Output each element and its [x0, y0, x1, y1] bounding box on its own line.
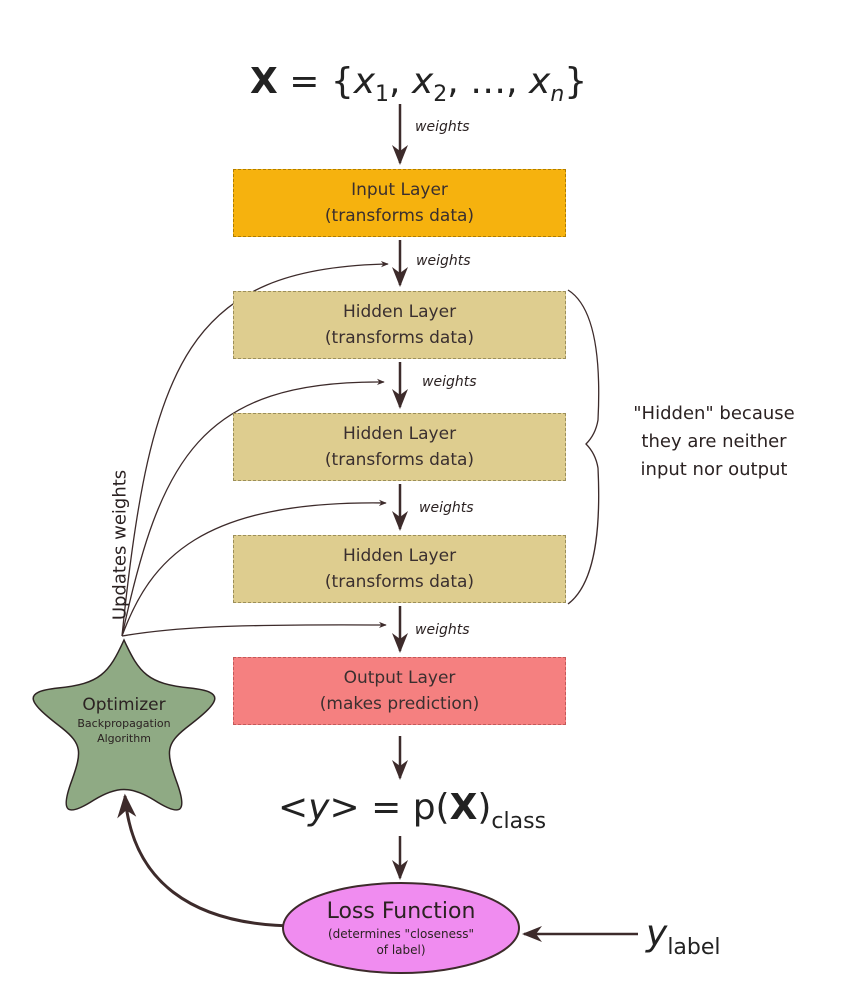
- hidden-layer-box-1: Hidden Layer (transforms data): [233, 291, 566, 359]
- loss-function-label: Loss Function (determines "closeness" of…: [286, 898, 516, 958]
- input-var-1: x: [353, 61, 376, 102]
- updates-weights-label: Updates weights: [109, 469, 131, 621]
- input-equation: X = {x1, x2, …, xn}: [250, 60, 588, 107]
- update-curve-3: [121, 499, 387, 637]
- pred-close-paren: ): [477, 787, 492, 828]
- update-curve-2: [121, 378, 385, 637]
- input-layer-box: Input Layer (transforms data): [233, 169, 566, 237]
- arrow-loss-to-optimizer: [117, 793, 299, 928]
- hidden-layers-note: "Hidden" because they are neither input …: [614, 400, 814, 484]
- layer-description: (makes prediction): [319, 694, 480, 714]
- input-eq-operator: = {: [277, 61, 354, 102]
- optimizer-subtitle-2: Algorithm: [97, 732, 151, 745]
- optimizer-subtitle-1: Backpropagation: [77, 717, 171, 730]
- layer-title: Input Layer: [351, 180, 448, 200]
- layer-description: (transforms data): [324, 206, 475, 226]
- output-layer-box: Output Layer (makes prediction): [233, 657, 566, 725]
- loss-function-subtitle-1: (determines "closeness": [327, 927, 474, 941]
- input-close-brace: }: [564, 61, 588, 102]
- weights-label-3: weights: [422, 374, 477, 390]
- hidden-layer-box-2: Hidden Layer (transforms data): [233, 413, 566, 481]
- hidden-layers-brace: [567, 289, 600, 605]
- weights-label-4: weights: [419, 500, 474, 516]
- hidden-note-line-1: "Hidden" because: [633, 403, 795, 424]
- pred-lt: <: [278, 787, 309, 828]
- hidden-note-line-2: they are neither: [641, 431, 787, 452]
- prediction-equation: <y> = p(X)class: [278, 786, 546, 833]
- hidden-layer-box-3: Hidden Layer (transforms data): [233, 535, 566, 603]
- layer-title: Hidden Layer: [342, 424, 457, 444]
- input-sub-n: n: [550, 82, 565, 107]
- true-label: ylabel: [646, 912, 721, 959]
- label-y-subscript: label: [667, 935, 721, 960]
- hidden-note-line-3: input nor output: [640, 459, 788, 480]
- pred-y: y: [308, 787, 330, 828]
- pred-subscript: class: [491, 809, 547, 834]
- label-y-symbol: y: [646, 913, 668, 954]
- layer-title: Output Layer: [343, 668, 456, 688]
- input-var-n: x: [529, 61, 551, 102]
- optimizer-star: [32, 638, 216, 811]
- pred-eq-operator: = p(: [359, 787, 450, 828]
- loss-function-ellipse: [282, 882, 520, 974]
- layer-description: (transforms data): [324, 450, 475, 470]
- layer-description: (transforms data): [324, 328, 475, 348]
- input-var-2: x: [411, 61, 434, 102]
- input-sep-1: ,: [389, 61, 412, 102]
- pred-matrix-symbol: X: [449, 787, 478, 828]
- layer-title: Hidden Layer: [342, 546, 457, 566]
- optimizer-title: Optimizer: [82, 695, 166, 715]
- update-curve-4: [121, 621, 387, 637]
- weights-label-1: weights: [415, 119, 470, 135]
- input-sub-1: 1: [375, 82, 390, 107]
- pred-gt: >: [329, 787, 360, 828]
- input-matrix-symbol: X: [250, 61, 278, 102]
- input-sub-2: 2: [433, 82, 448, 107]
- weights-label-2: weights: [416, 253, 471, 269]
- loss-function-subtitle-2: of label): [376, 943, 426, 957]
- loss-function-title: Loss Function: [326, 899, 476, 924]
- update-curve-1: [121, 261, 389, 637]
- optimizer-label: Optimizer Backpropagation Algorithm: [44, 694, 204, 746]
- weights-label-5: weights: [415, 622, 470, 638]
- input-ellipsis: , …,: [447, 61, 530, 102]
- layer-title: Hidden Layer: [342, 302, 457, 322]
- layer-description: (transforms data): [324, 572, 475, 592]
